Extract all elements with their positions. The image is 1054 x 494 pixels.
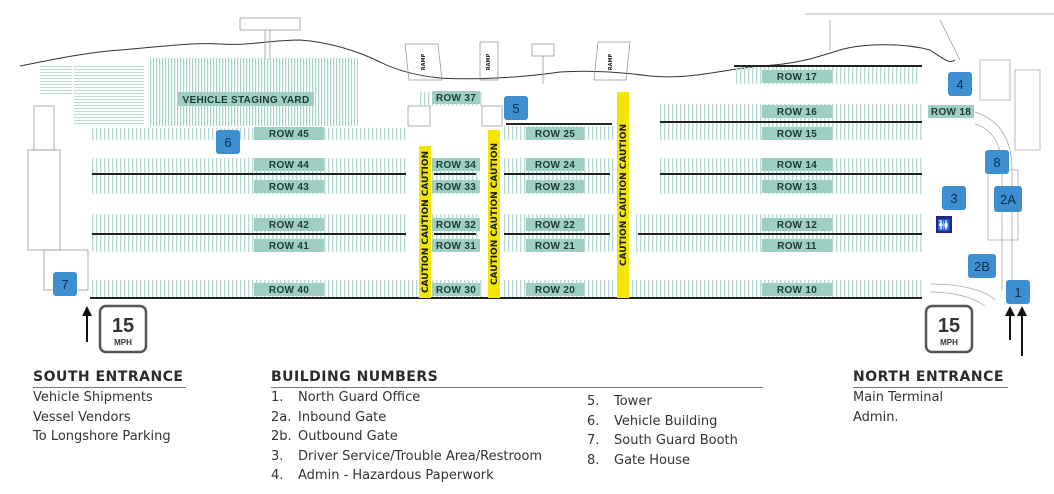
row-17-label: ROW 17	[777, 72, 817, 83]
row-31-label: ROW 31	[436, 241, 476, 252]
ramp-label: RAMP	[421, 53, 427, 70]
south-entrance-line: Vessel Vendors	[33, 409, 131, 425]
shoreline	[19, 39, 956, 80]
row-13-label: ROW 13	[777, 182, 817, 193]
row-32-label: ROW 32	[436, 220, 476, 231]
row-41-label: ROW 41	[269, 241, 309, 252]
legend-item: 6.Vehicle Building	[587, 413, 718, 429]
legend-item: 2b.Outbound Gate	[271, 429, 398, 444]
row-43-label: ROW 43	[269, 182, 309, 193]
restroom-glyph: 🚻	[937, 219, 951, 232]
building-numbers-title: BUILDING NUMBERS	[271, 369, 763, 388]
legend-column-2: 5.Tower 6.Vehicle Building 7.South Guard…	[587, 392, 738, 470]
speed-limit-sign-south: 15 MPH	[98, 304, 148, 354]
caution-label: CAUTION CAUTION CAUTION	[490, 143, 500, 285]
building-7-badge[interactable]: 7	[53, 272, 77, 296]
building-2a-badge[interactable]: 2A	[994, 186, 1022, 212]
svg-text:MPH: MPH	[940, 338, 958, 347]
svg-text:5: 5	[512, 101, 519, 116]
row-16-label: ROW 16	[777, 107, 817, 118]
north-entrance-line: Admin.	[853, 409, 899, 425]
legend-item: 8.Gate House	[587, 452, 691, 468]
svg-text:15: 15	[112, 315, 134, 337]
row-20-label: ROW 20	[535, 285, 575, 296]
row-25-label: ROW 25	[535, 129, 575, 140]
row-14-label: ROW 14	[777, 160, 817, 171]
row-34-label: ROW 34	[436, 160, 476, 171]
ramp-label: RAMP	[486, 53, 492, 70]
row-labels: ROW 17 ROW 16 ROW 15 ROW 14 ROW 13 ROW 1…	[254, 70, 974, 296]
svg-text:2A: 2A	[1000, 192, 1016, 207]
terminal-map: RAMP RAMP RAMP VEHICLE STAGING YARD	[19, 13, 1054, 356]
legend-item: 4.Admin - Hazardous Paperwork	[271, 468, 494, 483]
building-1-badge[interactable]: 1	[1006, 280, 1030, 304]
north-entrance-legend: NORTH ENTRANCE Main Terminal Admin.	[853, 366, 1008, 427]
legend-column-1: 1.North Guard Office 2a.Inbound Gate 2b.…	[271, 388, 542, 486]
svg-text:2B: 2B	[974, 259, 990, 274]
svg-text:7: 7	[61, 277, 68, 292]
row-21-label: ROW 21	[535, 241, 575, 252]
caution-label: CAUTION CAUTION CAUTION	[619, 124, 629, 266]
svg-text:MPH: MPH	[114, 338, 132, 347]
building-6-badge[interactable]: 6	[216, 130, 240, 154]
row-24-label: ROW 24	[535, 160, 575, 171]
staging-yard-label: VEHICLE STAGING YARD	[183, 95, 310, 106]
row-44-label: ROW 44	[269, 160, 309, 171]
svg-text:8: 8	[993, 155, 1000, 170]
svg-text:15: 15	[938, 315, 960, 337]
caution-strips	[419, 92, 629, 298]
row-37-label: ROW 37	[436, 93, 476, 104]
building-2b-badge[interactable]: 2B	[968, 254, 996, 278]
row-15-label: ROW 15	[777, 129, 817, 140]
vehicle-staging-yard: VEHICLE STAGING YARD	[40, 58, 358, 126]
row-23-label: ROW 23	[535, 182, 575, 193]
legend-item: 7.South Guard Booth	[587, 433, 738, 448]
south-entrance-line: To Longshore Parking	[33, 429, 171, 444]
svg-text:3: 3	[950, 191, 957, 206]
legend-item: 3.Driver Service/Trouble Area/Restroom	[271, 448, 543, 464]
building-8-badge[interactable]: 8	[985, 150, 1009, 174]
legend-item: 5.Tower	[587, 394, 652, 409]
svg-text:4: 4	[956, 77, 963, 92]
svg-text:1: 1	[1014, 285, 1021, 300]
row-30-label: ROW 30	[436, 285, 476, 296]
building-4-badge[interactable]: 4	[948, 72, 972, 96]
restroom-icon	[936, 216, 952, 233]
building-badges: 1 2A 2B 3 4 5 6 7	[53, 72, 1030, 304]
row-42-label: ROW 42	[269, 220, 309, 231]
svg-text:6: 6	[224, 135, 231, 150]
legend-item: 1.North Guard Office	[271, 390, 421, 405]
north-entrance-title: NORTH ENTRANCE	[853, 369, 1008, 388]
south-entrance-legend: SOUTH ENTRANCE Vehicle Shipments Vessel …	[33, 366, 186, 447]
ramps	[239, 13, 1054, 84]
ramp-label: RAMP	[608, 53, 614, 70]
entrance-arrows	[82, 306, 1027, 356]
row-45-label: ROW 45	[269, 129, 309, 140]
building-3-badge[interactable]: 3	[942, 186, 966, 210]
caution-label: CAUTION CAUTION CAUTION	[421, 151, 431, 293]
row-10-label: ROW 10	[777, 285, 817, 296]
legend-item: 2a.Inbound Gate	[271, 409, 387, 425]
row-12-label: ROW 12	[777, 220, 817, 231]
row-33-label: ROW 33	[436, 182, 476, 193]
building-numbers-legend: BUILDING NUMBERS 1.North Guard Office 2a…	[271, 366, 766, 483]
south-entrance-line: Vehicle Shipments	[33, 390, 153, 405]
row-11-label: ROW 11	[777, 241, 817, 252]
row-40-label: ROW 40	[269, 285, 309, 296]
south-entrance-title: SOUTH ENTRANCE	[33, 369, 186, 388]
row-22-label: ROW 22	[535, 220, 575, 231]
row-dividers	[90, 65, 922, 299]
building-5-badge[interactable]: 5	[504, 96, 528, 120]
speed-limit-sign-north: 15 MPH	[924, 304, 974, 354]
row-18-label: ROW 18	[931, 107, 971, 118]
north-entrance-line: Main Terminal	[853, 390, 944, 405]
